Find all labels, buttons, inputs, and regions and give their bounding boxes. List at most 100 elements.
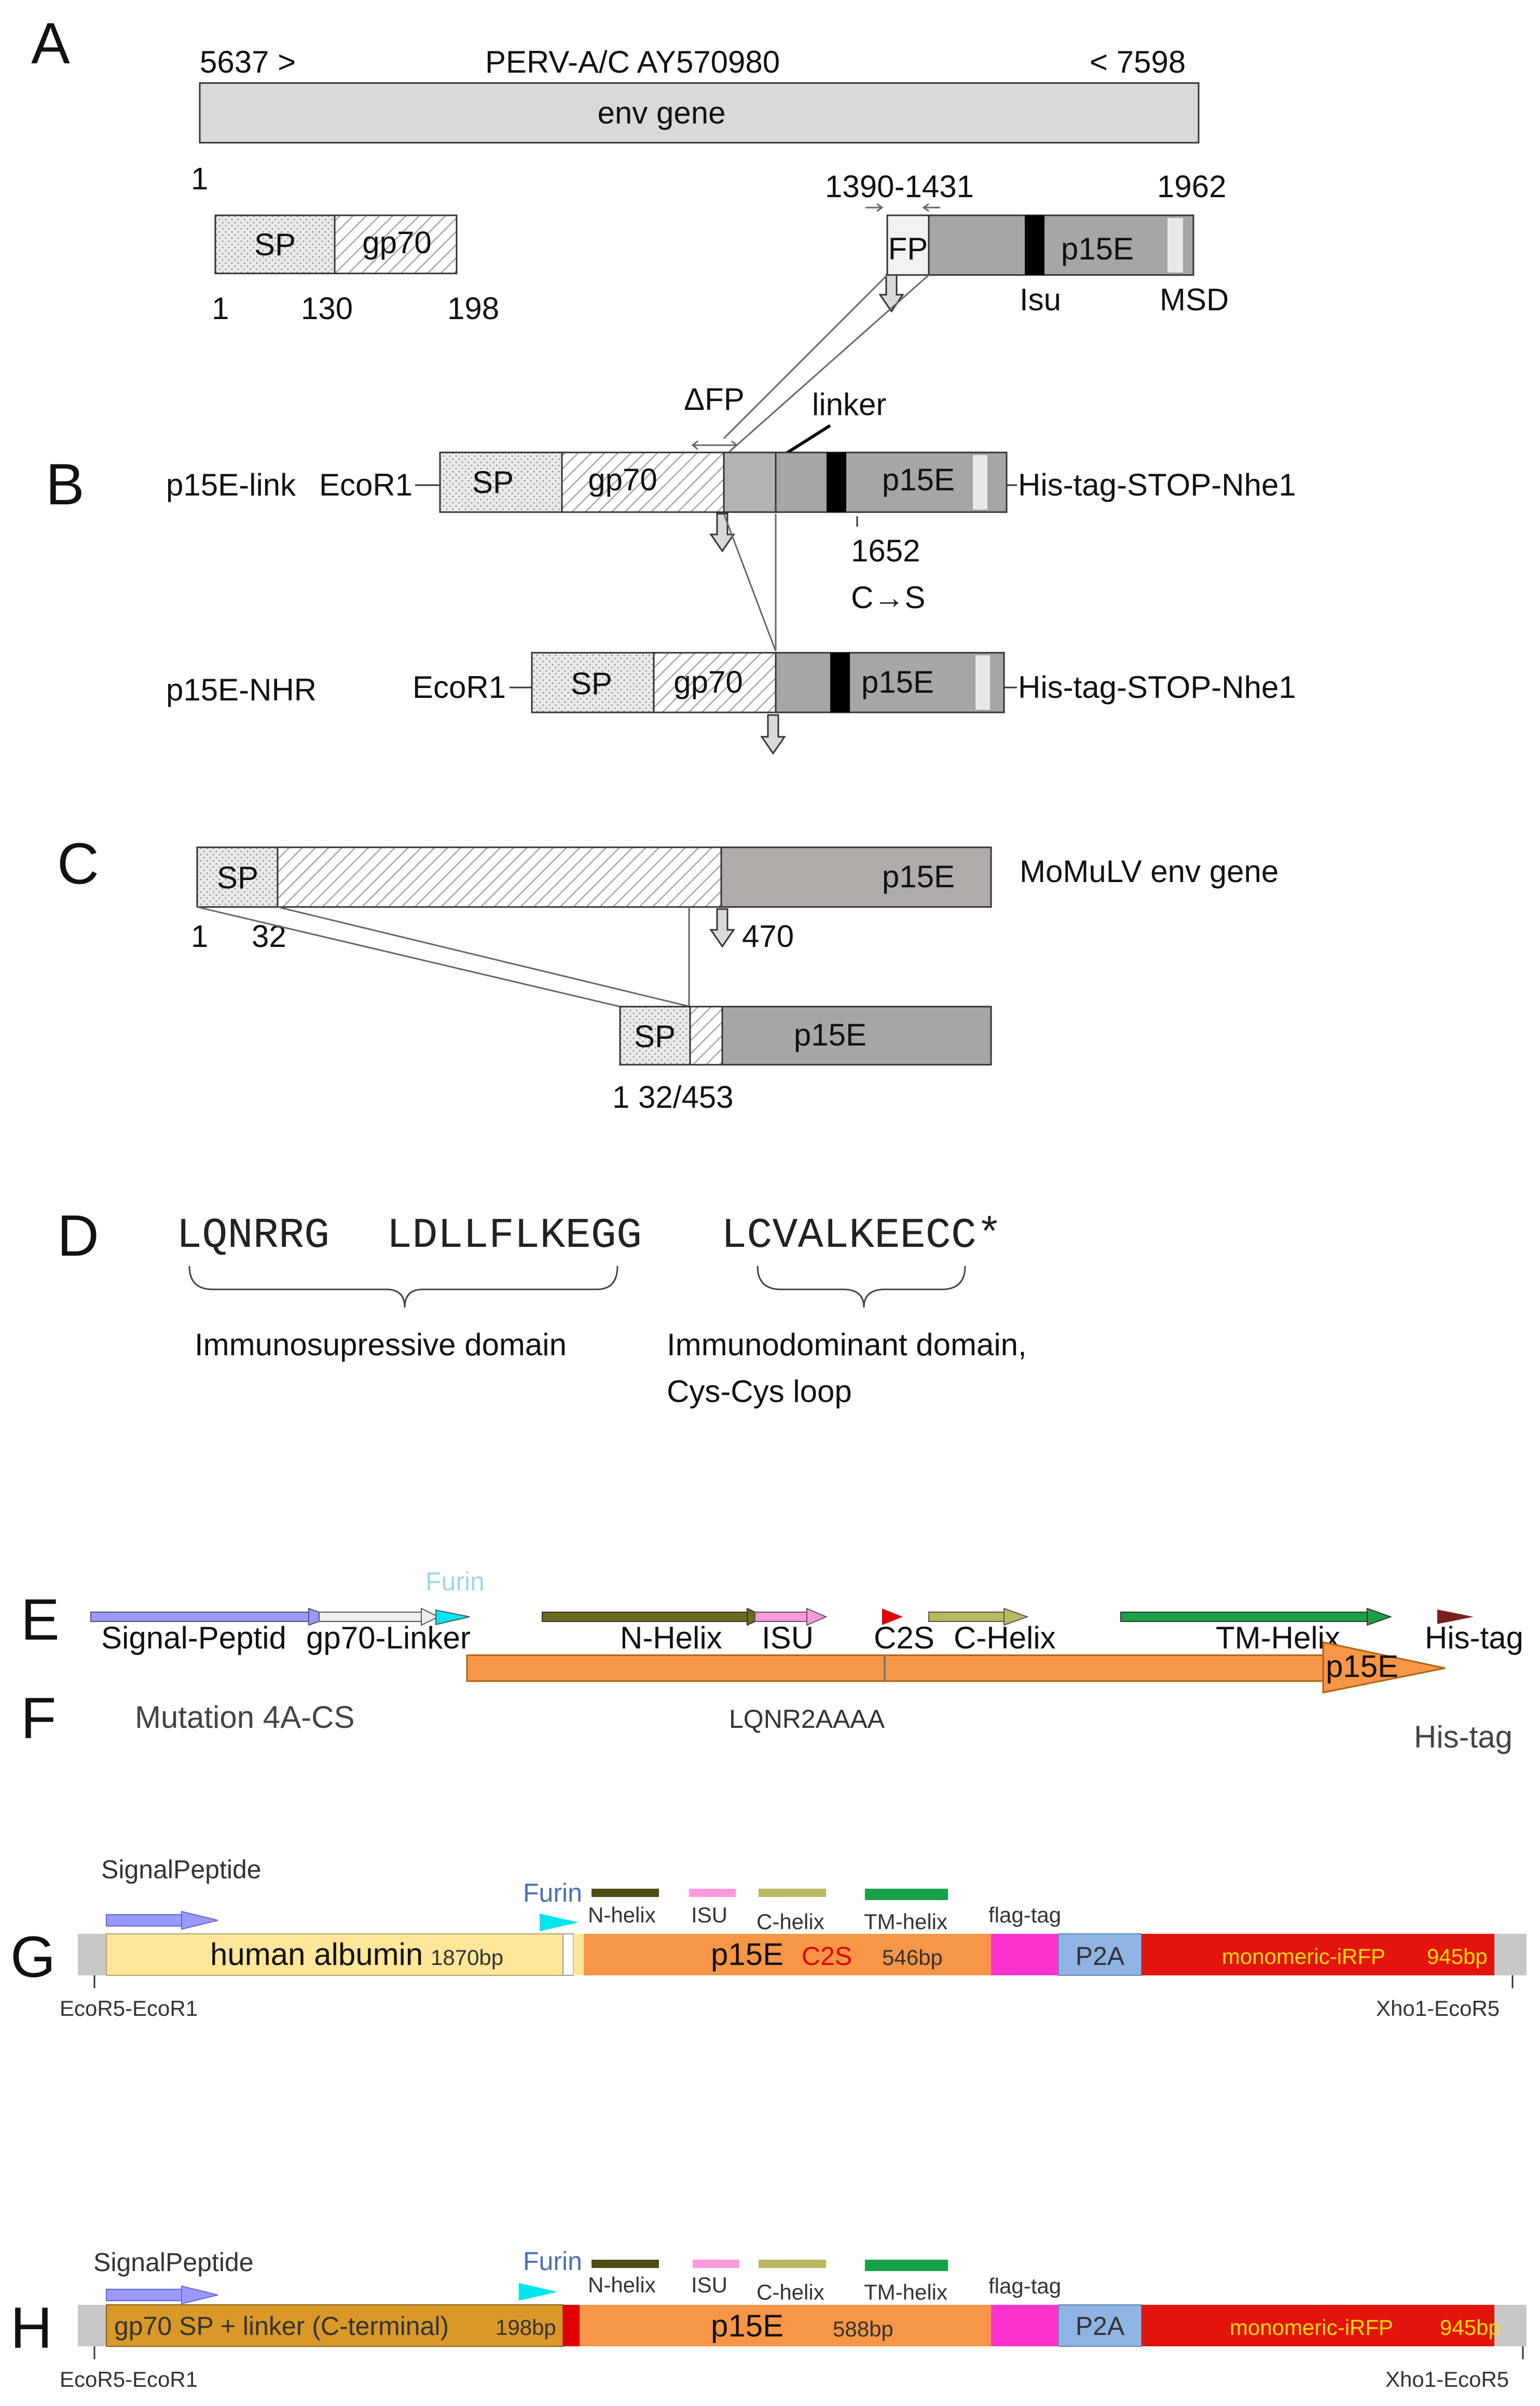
left-site-label-g: EcoR5-EcoR1	[60, 1996, 198, 2020]
isu-marker	[1025, 215, 1044, 275]
signal-peptide-label-h: SignalPeptide	[93, 2248, 254, 2277]
accession-label: PERV-A/C AY570980	[485, 45, 780, 79]
tm-helix-marker-g	[865, 1889, 948, 1900]
pos-1652-label: 1652	[851, 533, 920, 568]
row1-linker-segment	[723, 451, 777, 513]
row2-tail-label: His-tag-STOP-Nhe1	[1018, 670, 1296, 705]
p15e-label-h: p15E	[711, 2308, 783, 2343]
row1-sp-label: SP	[472, 465, 514, 500]
c2s-label: C2S	[874, 1620, 934, 1655]
panel-c-connector	[197, 906, 691, 1008]
n-helix-label-h: N-helix	[588, 2273, 656, 2297]
signal-peptide-label-g: SignalPeptide	[101, 1855, 262, 1884]
signal-arrow-icon-h	[181, 2285, 218, 2305]
signal-feature-h	[106, 2289, 185, 2301]
c-helix-marker-g	[759, 1889, 826, 1897]
albumin-label: human albumin	[210, 1937, 423, 1972]
deletion-sp-label: SP	[634, 1019, 676, 1054]
irfp-segment-h	[1142, 2305, 1494, 2346]
tm-helix-arrow-icon	[1367, 1607, 1392, 1626]
row1-tail-label: His-tag-STOP-Nhe1	[1018, 468, 1296, 502]
panel-e-letter: E	[21, 1587, 60, 1652]
deletion-gp70-segment	[689, 1006, 723, 1066]
deletion-position-label: 1 32/453	[612, 1080, 734, 1115]
irfp-label-h: monomeric-iRFP	[1230, 2315, 1393, 2340]
row1-gp70-segment	[561, 451, 725, 513]
sequence-part-1: LQNRRG	[176, 1212, 329, 1260]
panel-a-letter: A	[31, 11, 70, 76]
furin-arrow-icon-g	[540, 1914, 579, 1931]
momulv-p15e-label: p15E	[882, 859, 955, 894]
msd-label: MSD	[1160, 282, 1229, 317]
gp70-linker-arrow-icon	[421, 1607, 440, 1626]
p15e-orf-bar	[466, 1654, 1329, 1682]
pos-1962-label: 1962	[1157, 169, 1226, 204]
panel-h-letter: H	[10, 2295, 52, 2360]
panel-f-letter: F	[21, 1686, 56, 1751]
tm-helix-marker-h	[865, 2260, 948, 2271]
flag-tag-label-g: flag-tag	[988, 1903, 1061, 1927]
right-site-label-g: Xho1-EcoR5	[1376, 1996, 1500, 2020]
sequence-part-3: LCVALKEECC*	[721, 1212, 1002, 1260]
isu-arrow-icon	[806, 1607, 828, 1626]
cys-loop-label: Cys-Cys loop	[667, 1374, 852, 1409]
panel-c: C SP p15E MoMuLV env gene 1 32 470 SP p1…	[57, 831, 1278, 1115]
irfp-bp-label-g: 945bp	[1427, 1944, 1488, 1969]
p2a-label-g: P2A	[1076, 1942, 1125, 1971]
panel-a: A 5637 > PERV-A/C AY570980 < 7598 env ge…	[31, 11, 1229, 458]
furin-arrow-icon-h	[519, 2283, 558, 2301]
fp-range-arrows	[865, 203, 940, 212]
c-helix-label-h: C-helix	[757, 2280, 824, 2304]
construct-bar-g	[78, 1933, 1527, 1976]
row2-ecor1: EcoR1	[412, 670, 506, 705]
p15e-orf-label: p15E	[1326, 1649, 1398, 1684]
row2-p15e-segment	[775, 652, 1005, 713]
p15e-bp-label-h: 588bp	[833, 2317, 893, 2341]
p2a-label-h: P2A	[1076, 2312, 1125, 2341]
p15e-label-g: p15E	[711, 1937, 783, 1972]
panel-d: D LQNRRG LDLLFLKEGG LCVALKEECC* Immunosu…	[57, 1203, 1027, 1409]
isu-label-g: ISU	[691, 1903, 727, 1927]
furin-label: Furin	[425, 1567, 485, 1596]
deletion-p15e-segment	[721, 1006, 992, 1066]
c2s-label-g: C2S	[802, 1942, 852, 1971]
row2-cleavage-arrow-icon	[760, 714, 786, 755]
deletion-p15e-label: p15E	[794, 1018, 867, 1052]
signal-arrow-icon-g	[181, 1910, 218, 1930]
row1-p15e-label: p15E	[882, 462, 955, 497]
n-helix-marker-g	[592, 1889, 659, 1897]
gp70-sp-linker-label: gp70 SP + linker (C-terminal)	[114, 2312, 449, 2341]
flag-tag-segment-h	[991, 2305, 1058, 2346]
gp70-label: gp70	[362, 225, 431, 260]
his-tag-label-f: His-tag	[1414, 1720, 1512, 1754]
idd-brace	[757, 1266, 966, 1308]
gp70-sp-linker-segment	[106, 2304, 563, 2347]
fp-label: FP	[888, 231, 928, 266]
row1-construct-name: p15E-link	[166, 468, 296, 502]
flag-tag-segment-g	[991, 1934, 1058, 1975]
fp-range-label: 1390-1431	[825, 169, 974, 204]
mutation-sequence-label: LQNR2AAAA	[729, 1704, 885, 1734]
position-one-label: 1	[191, 161, 208, 196]
row1-msd-marker	[973, 455, 987, 510]
his-tag-label-e: His-tag	[1425, 1620, 1523, 1655]
cleavage-arrow-icon	[878, 274, 904, 313]
row1-gp70-label: gp70	[588, 462, 657, 497]
sp-label: SP	[254, 227, 296, 262]
panel-b-row-connector	[723, 513, 777, 652]
p15e-label: p15E	[1061, 231, 1134, 266]
gp70-linker-label: gp70-Linker	[306, 1620, 471, 1655]
pos-1-label: 1	[212, 291, 229, 326]
momulv-pos-32: 32	[252, 919, 286, 954]
c-helix-label-g: C-helix	[757, 1909, 824, 1934]
row1-isu-marker	[827, 452, 846, 512]
row1-p15e-segment	[775, 451, 1008, 513]
sp-segment	[214, 214, 336, 274]
momulv-gp70-segment	[277, 846, 722, 908]
panel-g-letter: G	[10, 1924, 56, 1989]
momulv-sp-segment	[196, 846, 279, 908]
row1-cleavage-arrow-icon	[709, 513, 735, 553]
p15e-bp-label-g: 546bp	[882, 1945, 943, 1970]
albumin-bp-label: 1870bp	[431, 1945, 503, 1970]
